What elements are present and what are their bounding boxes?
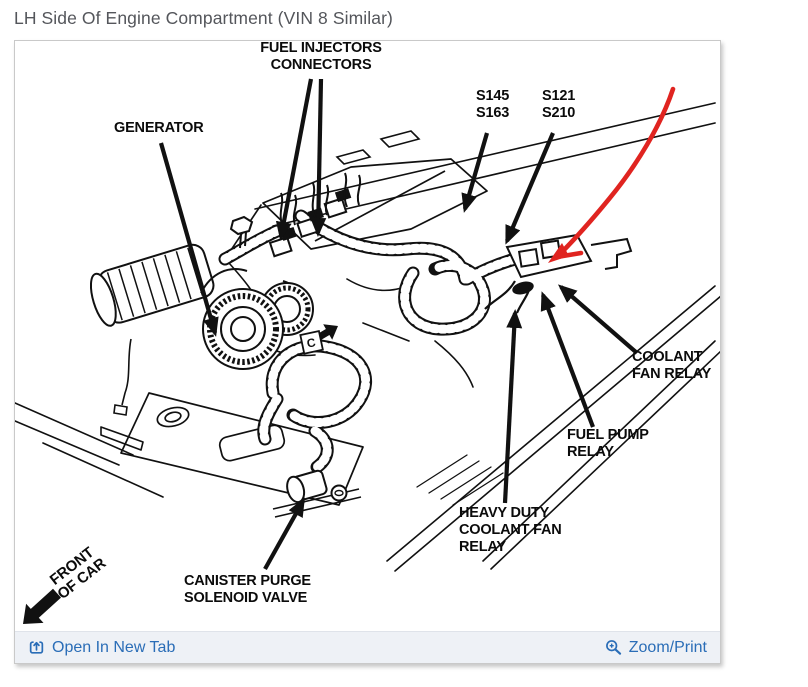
open-in-new-tab-label: Open In New Tab	[52, 638, 176, 656]
diagram-canvas: C FUEL INJE	[15, 41, 720, 631]
zoom-magnifier-icon	[605, 640, 621, 655]
leader-s121-s210	[505, 132, 555, 245]
label-s145-s163: S145 S163	[476, 88, 510, 121]
body-structure-lines	[15, 102, 720, 572]
relay-bracket-drawing	[484, 233, 633, 314]
starter-cylinder-drawing	[89, 243, 215, 327]
label-generator: GENERATOR	[114, 120, 204, 136]
open-in-new-tab-link[interactable]: Open In New Tab	[28, 639, 175, 657]
label-fuel-pump-relay: FUEL PUMP RELAY	[567, 427, 649, 460]
leader-s145-s163	[461, 132, 490, 213]
label-s121-s210: S121 S210	[542, 88, 576, 121]
diagram-panel: C FUEL INJE	[14, 40, 721, 664]
bolt-drawing	[229, 215, 254, 249]
label-leader-arrows	[158, 78, 639, 571]
leader-fuel-injectors-1	[275, 78, 314, 241]
red-annotation-arrow	[548, 86, 676, 263]
engine-block-drawing	[120, 392, 364, 506]
label-canister-purge-solenoid-valve: CANISTER PURGE SOLENOID VALVE	[184, 573, 311, 606]
view-marker-letter: C	[306, 335, 318, 351]
label-fuel-injectors-connectors: FUEL INJECTORS CONNECTORS	[260, 41, 382, 73]
front-of-car-arrow	[23, 588, 61, 624]
intake-plenum-drawing	[262, 158, 488, 250]
leader-fuel-injectors-2	[310, 78, 327, 237]
engine-line-art: C	[15, 78, 720, 624]
leader-generator	[158, 142, 219, 337]
hanging-wire-drawing	[113, 338, 132, 416]
page-title: LH Side Of Engine Compartment (VIN 8 Sim…	[14, 8, 393, 28]
zoom-print-label: Zoom/Print	[628, 638, 707, 656]
canister-purge-solenoid-drawing	[272, 469, 362, 518]
leader-heavy-duty-relay	[502, 309, 523, 504]
zoom-print-link[interactable]: Zoom/Print	[605, 639, 707, 657]
open-in-new-tab-icon	[29, 641, 44, 654]
leader-fuel-pump-relay	[540, 291, 595, 428]
footer-bar: Open In New Tab Zoom/Print	[15, 631, 720, 663]
view-marker-c: C	[299, 324, 338, 355]
label-coolant-fan-relay: COOLANT FAN RELAY	[632, 349, 712, 382]
leader-canister-purge	[263, 497, 305, 571]
leader-coolant-fan-relay	[557, 284, 639, 355]
label-heavy-duty-coolant-fan-relay: HEAVY DUTY COOLANT FAN RELAY	[459, 505, 562, 555]
